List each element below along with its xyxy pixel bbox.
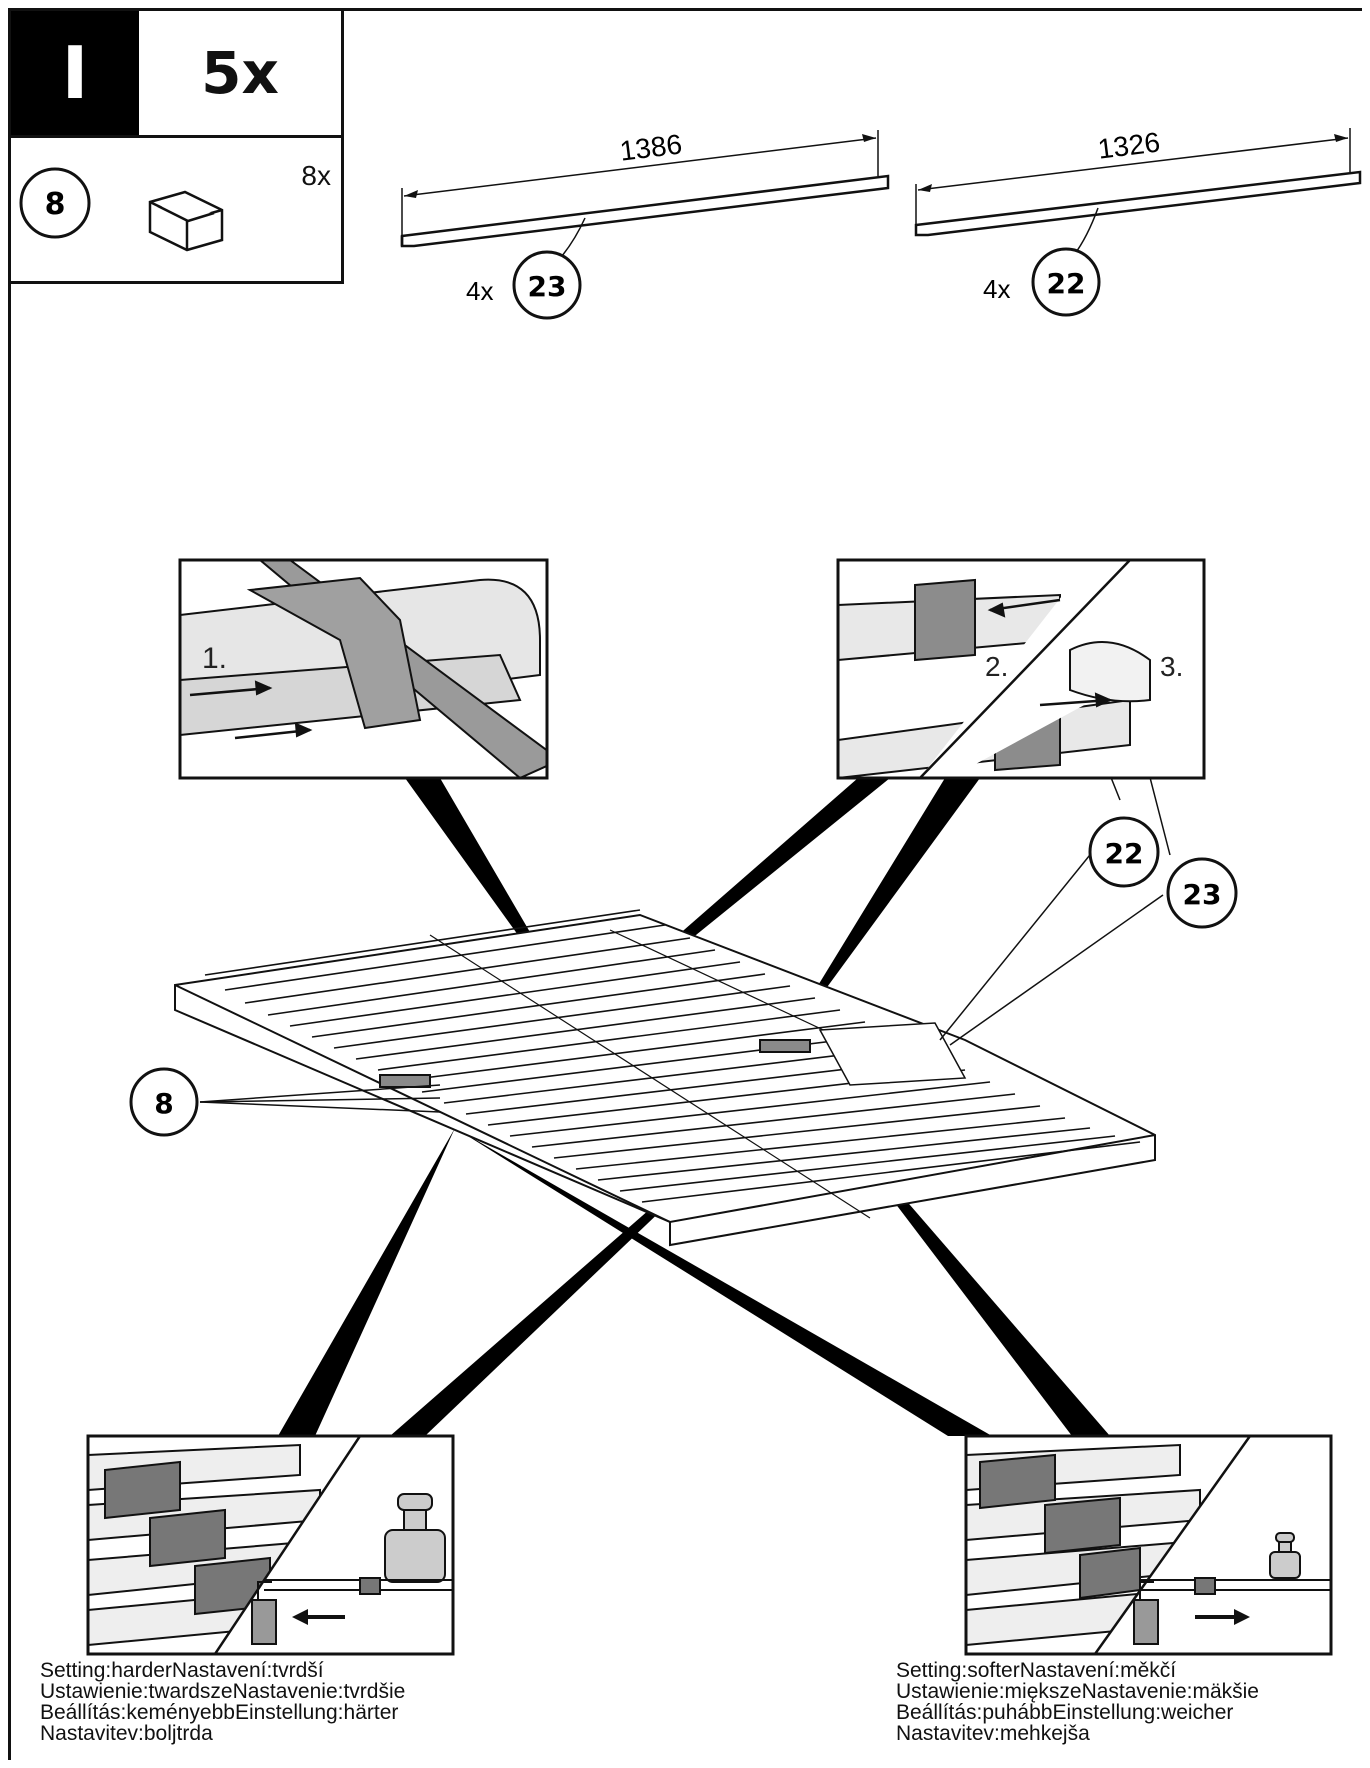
bed-base (174, 909, 1156, 1247)
callout-8-label: 8 (154, 1087, 173, 1120)
caption-softer-line: Setting:softerNastavení:měkčí (896, 1659, 1177, 1682)
caption-harder-line: Ustawienie:twardszeNastavenie:tvrdšie (40, 1680, 406, 1703)
parts-box: 8x (8, 138, 344, 284)
adjuster-diagram (251, 1577, 453, 1645)
connector-callout: 8 (19, 167, 91, 239)
callout-22-23: 22 23 (939, 699, 1238, 1046)
caption-harder: Setting:harderNastavení:tvrdší Ustawieni… (40, 1660, 405, 1744)
step-3-label: 3. (1160, 651, 1183, 682)
rail-22-qty: 4x (983, 274, 1010, 304)
arrow-left-icon (292, 1609, 345, 1625)
caption-softer-line: Nastavitev:mehkejša (896, 1722, 1090, 1745)
connector-id: 8 (45, 187, 66, 222)
rail-22-id: 22 (1047, 267, 1086, 300)
weight-figure-icon (1269, 1532, 1301, 1579)
caption-softer-line: Beállítás:puhábbEinstellung:weicher (896, 1701, 1234, 1724)
rail-23-length: 1386 (618, 128, 684, 166)
rail-22-length: 1326 (1096, 126, 1162, 164)
detail-harder (86, 1434, 455, 1656)
callout-23-label: 23 (1183, 878, 1222, 911)
arrow-right-icon (1195, 1609, 1250, 1625)
rail-23-qty: 4x (466, 276, 493, 306)
page-frame (8, 8, 1362, 1760)
step-2-label: 2. (985, 651, 1008, 682)
callout-8: 8 (129, 1067, 441, 1137)
detail-steps-2-3: 2. 3. (836, 558, 1206, 780)
caption-harder-line: Beállítás:keményebbEinstellung:härter (40, 1701, 399, 1724)
detail-softer (964, 1434, 1333, 1656)
step-header: I 5x (8, 8, 344, 138)
connector-quantity: 8x (301, 160, 331, 191)
step-1-label: 1. (202, 642, 227, 675)
rail-22: 1326 4x 22 (914, 126, 1362, 317)
caption-softer: Setting:softerNastavení:měkčí Ustawienie… (896, 1660, 1259, 1744)
connector-sleeve-icon (148, 190, 224, 252)
adjuster-diagram (1133, 1577, 1331, 1645)
step-number: I (11, 11, 139, 135)
rail-23: 1386 4x 23 (400, 128, 890, 320)
caption-softer-line: Ustawienie:miększeNastavenie:mäkšie (896, 1680, 1259, 1703)
repeat-count: 5x (201, 39, 279, 107)
caption-harder-line: Setting:harderNastavení:tvrdší (40, 1659, 324, 1682)
detail-step-1: 1. (178, 558, 549, 780)
callout-22-label: 22 (1105, 837, 1144, 870)
rail-23-id: 23 (528, 270, 567, 303)
weight-figure-icon (384, 1493, 446, 1583)
caption-harder-line: Nastavitev:boljtrda (40, 1722, 213, 1745)
